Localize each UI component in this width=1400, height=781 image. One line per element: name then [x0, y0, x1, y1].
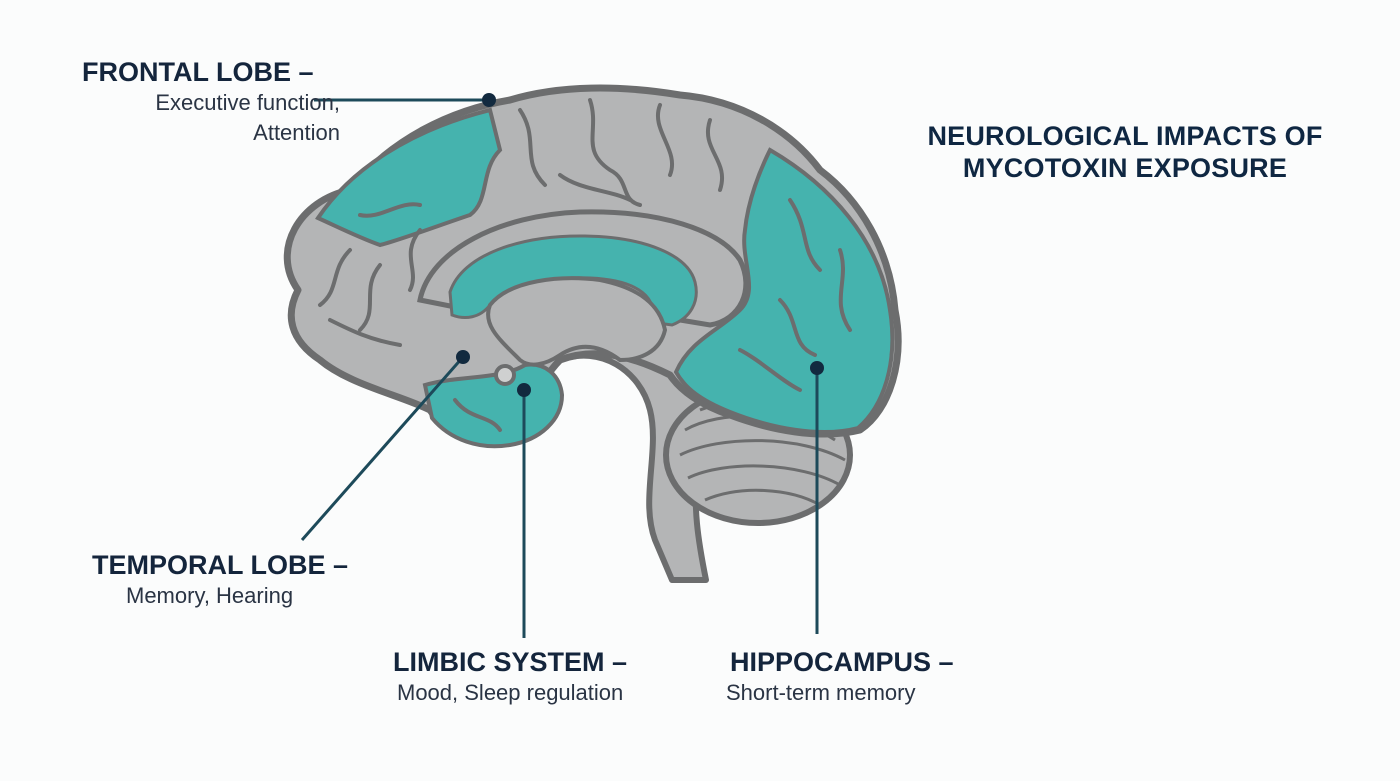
- temporal-lobe-label: TEMPORAL LOBE – Memory, Hearing: [92, 549, 382, 611]
- frontal-dot: [482, 93, 496, 107]
- gyri-folds: [318, 98, 852, 432]
- hippocampus-dot: [810, 361, 824, 375]
- limbic-system-label: LIMBIC SYSTEM – Mood, Sleep regulation: [393, 646, 693, 708]
- hippocampus-heading: HIPPOCAMPUS –: [730, 647, 954, 677]
- hippocampus-label: HIPPOCAMPUS – Short-term memory: [726, 646, 1026, 708]
- frontal-region: [315, 107, 503, 248]
- leader-dots: [456, 93, 824, 397]
- occipital-region: [673, 147, 895, 434]
- temporal-dot: [456, 350, 470, 364]
- temporal-lobe-heading: TEMPORAL LOBE –: [92, 550, 349, 580]
- diagram-title: NEUROLOGICAL IMPACTS OF MYCOTOXIN EXPOSU…: [905, 120, 1345, 184]
- frontal-lobe-desc-2: Attention: [253, 120, 340, 145]
- limbic-system-desc: Mood, Sleep regulation: [397, 680, 624, 705]
- thalamus: [486, 276, 668, 367]
- frontal-lobe-label: FRONTAL LOBE – Executive function, Atten…: [60, 56, 340, 148]
- frontal-lobe-heading: FRONTAL LOBE –: [82, 57, 314, 87]
- leader-lines: [300, 98, 819, 638]
- title-line-1: NEUROLOGICAL IMPACTS OF: [927, 121, 1323, 151]
- frontal-lobe-desc-1: Executive function,: [155, 90, 340, 115]
- pineal-node: [494, 364, 516, 386]
- limbic-dot: [517, 383, 531, 397]
- hippocampus-desc: Short-term memory: [726, 680, 916, 705]
- temporal-lobe-desc: Memory, Hearing: [126, 583, 294, 608]
- limbic-system-heading: LIMBIC SYSTEM –: [393, 647, 628, 677]
- title-line-2: MYCOTOXIN EXPOSURE: [962, 153, 1288, 183]
- temporal-leader: [300, 356, 465, 541]
